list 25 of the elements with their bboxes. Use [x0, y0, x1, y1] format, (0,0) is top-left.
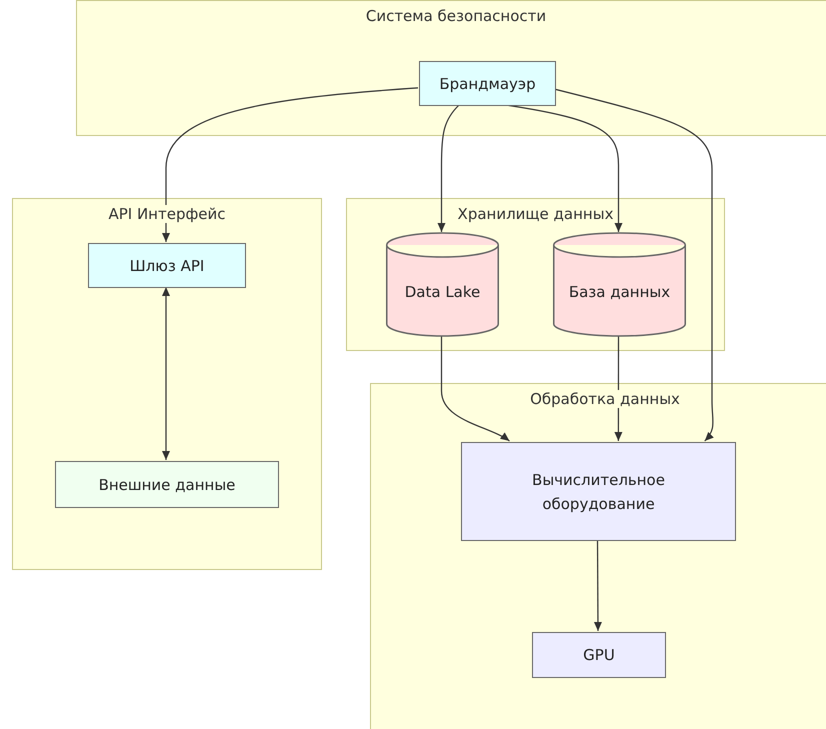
- arrow: [554, 88, 714, 442]
- gateway-box: [88, 243, 246, 288]
- group-panel: [12, 198, 322, 570]
- firewall-box: [419, 61, 556, 106]
- group-panel: [76, 0, 826, 136]
- group-panel: [370, 383, 826, 729]
- node-label: Внешние данные: [98, 474, 236, 496]
- process-box: [55, 461, 279, 508]
- arrow: [162, 87, 418, 242]
- process-box: [461, 442, 736, 541]
- process-box: [532, 632, 666, 678]
- arrow: [438, 104, 460, 232]
- node-label: GPU: [583, 645, 615, 666]
- node-label: База данных: [568, 282, 670, 302]
- database-cylinder: [553, 233, 686, 336]
- arrow: [594, 540, 602, 631]
- node-label: Шлюз API: [130, 256, 204, 276]
- group-panel: [346, 198, 725, 351]
- node-label: Data Lake: [404, 282, 480, 302]
- arrow: [162, 287, 170, 460]
- node-label: Вычислительное оборудование: [531, 470, 666, 514]
- database-cylinder: [386, 233, 499, 336]
- arrow: [614, 335, 622, 441]
- node-label: Брандмауэр: [439, 74, 536, 94]
- arrow: [440, 335, 510, 442]
